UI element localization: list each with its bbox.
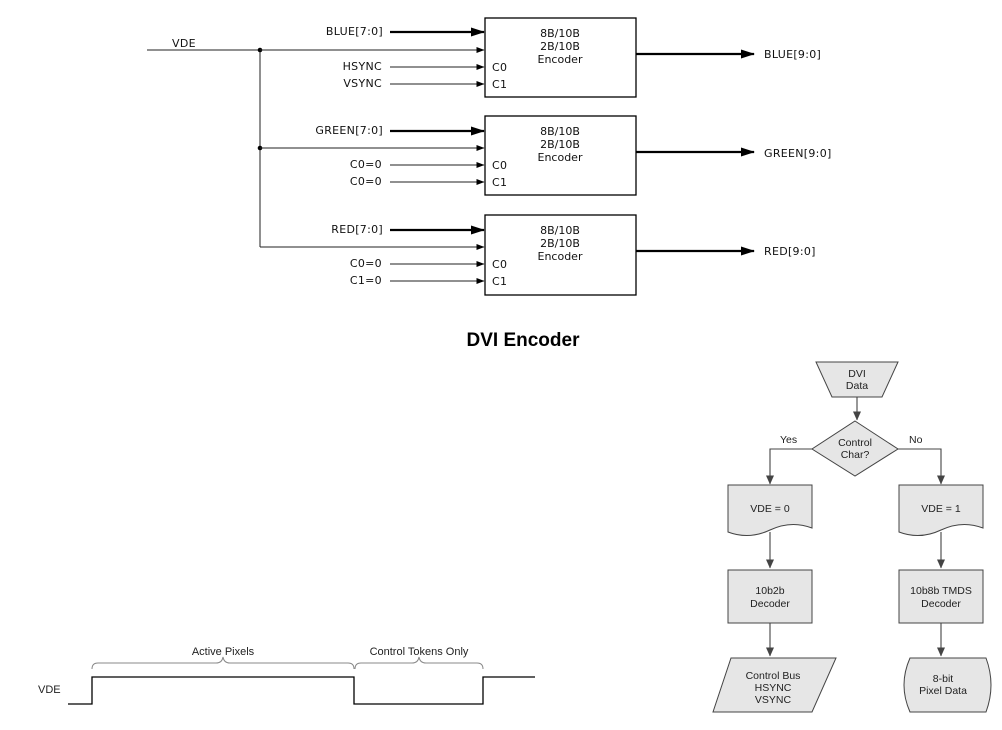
vde-timing-diagram: VDE Active Pixels Control Tokens Only (38, 646, 535, 705)
right-output-line-2: Pixel Data (919, 685, 967, 697)
green-output-label: GREEN[9:0] (764, 147, 832, 160)
c1-port-label: C1 (492, 275, 507, 288)
c0-port-label: C0 (492, 258, 507, 271)
c1-port-label: C1 (492, 176, 507, 189)
control-bus-parallelogram (712, 657, 837, 713)
c1-port-label: C1 (492, 78, 507, 91)
encoder-line-3: Encoder (538, 53, 583, 66)
encoder-line-1: 8B/10B (540, 27, 580, 40)
green-data-input-label: GREEN[7:0] (315, 124, 383, 137)
diagram-title: DVI Encoder (467, 330, 581, 351)
start-line-2: Data (846, 380, 868, 392)
right-state-label: VDE = 1 (921, 503, 961, 515)
blue-output-label: BLUE[9:0] (764, 48, 821, 61)
decision-line-1: Control (838, 437, 872, 449)
control-tokens-label: Control Tokens Only (370, 646, 469, 658)
right-output-line-1: 8-bit (933, 673, 954, 685)
right-decoder-box (898, 569, 984, 624)
hsync-label: HSYNC (343, 60, 382, 73)
pixel-data-storage (903, 657, 992, 713)
start-shape (815, 361, 899, 398)
c0-port-label: C0 (492, 159, 507, 172)
right-decoder-line-1: 10b8b TMDS (910, 585, 972, 597)
vde-label: VDE (172, 37, 196, 50)
encoder-box (484, 214, 637, 296)
vde-waveform (68, 676, 535, 705)
green-c0-label: C0=0 (350, 158, 382, 171)
green-encoder: GREEN[7:0] C0=0 C0=0 8B/10B 2B/10B Encod… (260, 115, 832, 196)
encoder-box (484, 115, 637, 196)
vde-one-document (898, 484, 984, 536)
yes-label: Yes (780, 434, 797, 446)
blue-encoder: BLUE[7:0] HSYNC VSYNC 8B/10B 2B/10B Enco… (260, 17, 821, 98)
active-pixels-brace (91, 656, 355, 670)
encoder-line-2: 2B/10B (540, 237, 580, 250)
encoder-line-2: 2B/10B (540, 138, 580, 151)
left-output-line-2: HSYNC (755, 682, 792, 694)
left-output-line-3: VSYNC (755, 694, 792, 706)
c0-port-label: C0 (492, 61, 507, 74)
vde-zero-document (727, 484, 813, 536)
red-data-input-label: RED[7:0] (331, 223, 383, 236)
encoder-line-2: 2B/10B (540, 40, 580, 53)
red-output-label: RED[9:0] (764, 245, 816, 258)
encoder-line-3: Encoder (538, 151, 583, 164)
left-decoder-line-1: 10b2b (755, 585, 784, 597)
active-pixels-label: Active Pixels (192, 646, 255, 658)
vsync-label: VSYNC (343, 77, 382, 90)
no-branch-arrow (898, 448, 945, 485)
decision-line-2: Char? (841, 449, 870, 461)
encoder-line-3: Encoder (538, 250, 583, 263)
red-c1-label: C1=0 (350, 274, 382, 287)
control-tokens-brace (354, 656, 484, 670)
red-encoder: RED[7:0] C0=0 C1=0 8B/10B 2B/10B Encoder… (260, 214, 816, 296)
green-c1-label: C0=0 (350, 175, 382, 188)
encoder-line-1: 8B/10B (540, 125, 580, 138)
encoder-diagram: VDE BLUE[7:0] HSYNC VSYNC 8B/10B 2B/10B … (147, 17, 832, 351)
left-output-line-1: Control Bus (746, 670, 801, 682)
blue-data-input-label: BLUE[7:0] (326, 25, 383, 38)
decision-diamond (811, 420, 899, 477)
left-state-label: VDE = 0 (750, 503, 790, 515)
left-decoder-line-2: Decoder (750, 598, 790, 610)
right-decoder-line-2: Decoder (921, 598, 961, 610)
red-c0-label: C0=0 (350, 257, 382, 270)
yes-branch-arrow (766, 448, 812, 485)
timing-signal-label: VDE (38, 684, 61, 696)
encoder-box (484, 17, 637, 98)
decode-flowchart: DVI Data Control Char? Yes No VDE = 0 VD… (712, 361, 992, 713)
encoder-line-1: 8B/10B (540, 224, 580, 237)
no-label: No (909, 434, 923, 446)
start-line-1: DVI (848, 368, 866, 380)
